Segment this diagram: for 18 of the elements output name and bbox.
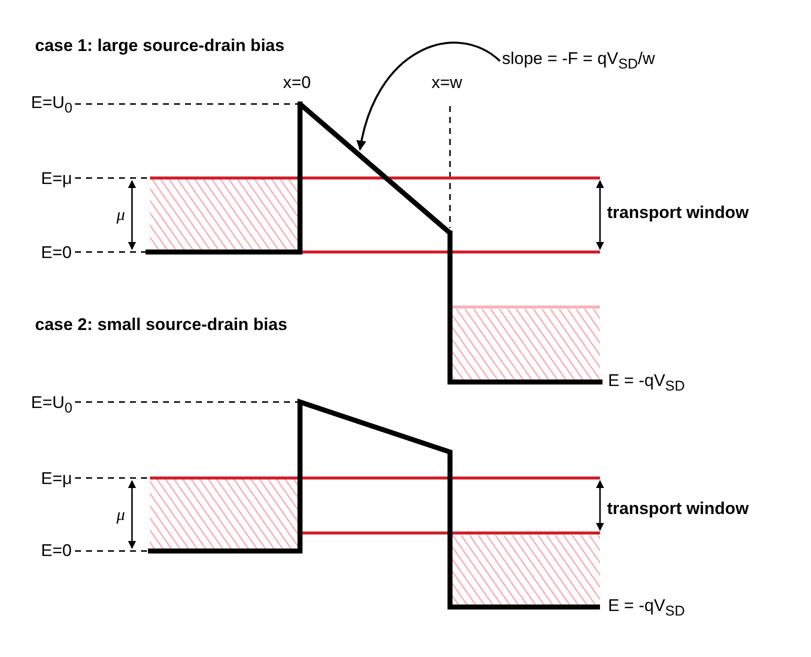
window-label: transport window [607, 204, 749, 221]
energy-label: E=μ [41, 170, 72, 187]
dimension-label: μ [116, 206, 126, 223]
energy-label: E=U$_{0}$ [31, 94, 72, 116]
position-label: x=w [432, 74, 462, 91]
heading: case 2: small source-drain bias [35, 316, 288, 333]
energy-label: E = -qV$_{SD}$ [608, 597, 685, 619]
energy-label: E=0 [41, 244, 72, 261]
arrow [357, 42, 501, 151]
energy-label: E=0 [41, 542, 72, 559]
window-label: transport window [607, 500, 749, 517]
energy-label: E=μ [41, 470, 72, 487]
dimension-label: μ [116, 506, 126, 523]
energy-label: E=U$_{0}$ [31, 394, 72, 416]
equation-label: slope = -F = qV$_{SD}$/w [502, 50, 655, 72]
position-label: x=0 [283, 74, 311, 91]
heading: case 1: large source-drain bias [35, 37, 284, 54]
energy-label: E = -qV$_{SD}$ [608, 372, 685, 394]
